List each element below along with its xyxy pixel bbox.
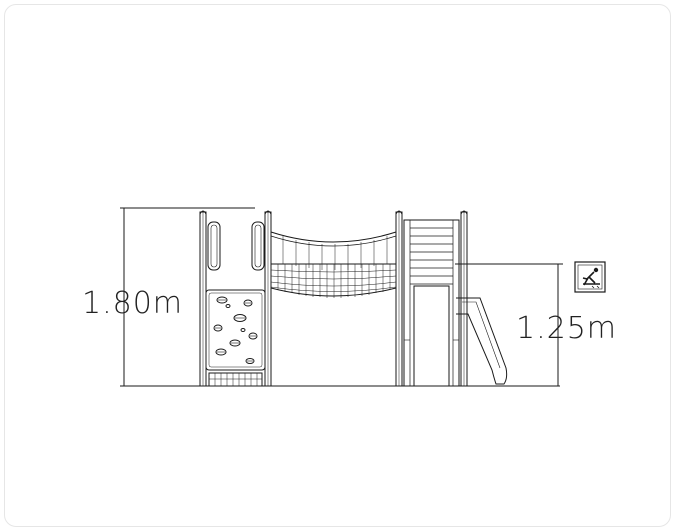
side-ladder xyxy=(456,297,508,385)
drawing-card xyxy=(4,4,671,527)
fall-warning-icon xyxy=(574,261,606,293)
right-tower xyxy=(395,210,508,387)
total-height-dimension xyxy=(120,207,255,386)
climbing-holds xyxy=(213,296,258,364)
platform-height-dimension xyxy=(455,263,563,386)
platform-height-label: 1.25m xyxy=(516,311,617,346)
total-height-label: 1.80m xyxy=(82,286,183,321)
net-bridge xyxy=(270,231,397,298)
left-tower xyxy=(199,210,272,387)
slide-steps xyxy=(410,227,453,285)
